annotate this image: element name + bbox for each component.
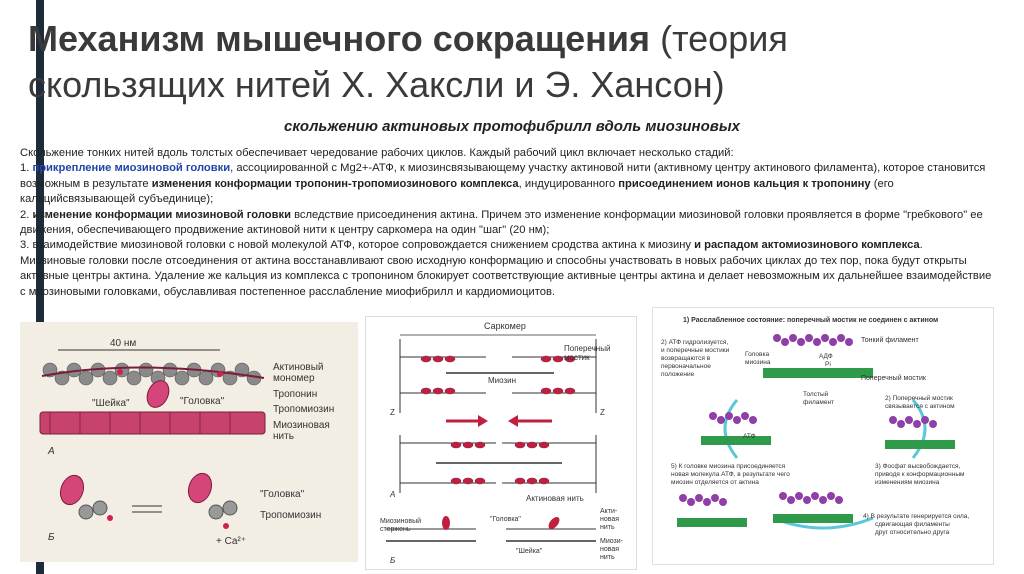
tropomyosin-label-2: Тропомиозин [260, 510, 321, 521]
myosin-label-2: новая [600, 546, 619, 553]
cross-bridge-label: Поперечный [564, 344, 610, 353]
slide-title: Механизм мышечного сокращения (теория ск… [28, 16, 988, 108]
stage-3-end: . [920, 239, 923, 251]
actin-monomer-label: Актиновый [273, 362, 324, 373]
panel-b-label: Б [48, 532, 55, 543]
head-label-2: "Головка" [260, 489, 305, 500]
step-2a: 2) Поперечный мостик [885, 394, 953, 402]
title-bold: Механизм мышечного сокращения [28, 18, 650, 59]
step-1-label: 1) Расслабленное состояние: поперечный м… [683, 316, 938, 324]
thick-filament-1: Толстый [803, 390, 829, 398]
stage-3-bold: и распадом актомиозинового комплекса [694, 239, 920, 251]
z-line-left: Z [390, 408, 395, 417]
myosin-label-3: нить [600, 554, 615, 561]
myosin-label-1: Миози- [600, 538, 624, 545]
pi-label: Pi [825, 361, 831, 368]
step-3a: 3) Фосфат высвобождается, [875, 462, 960, 470]
actin-label-3: нить [600, 524, 615, 531]
atp-hydro-4: первоначальное [661, 363, 711, 370]
myosin-rod-label: Миозиновый [380, 517, 421, 525]
sarcomere-label: Саркомер [484, 321, 526, 331]
atp-hydro-1: 2) АТФ гидролизуется, [661, 339, 728, 346]
stage-1-num: 1. [20, 162, 32, 174]
head-label: "Головка" [490, 516, 521, 523]
stage-1-text-b: , индуцированного [519, 178, 619, 190]
myosin-rod-label-2: стержень [380, 526, 411, 533]
myosin-head-1: Головка [745, 351, 769, 358]
stage-2: 2. изменение конформации миозиновой голо… [20, 208, 995, 239]
actin-label-1: Акти- [600, 508, 618, 515]
myosin-label: Миозин [488, 376, 516, 385]
tropomyosin-label: Тропомиозин [273, 404, 334, 415]
actin-thread-label: Актиновая нить [526, 494, 584, 503]
panel-a-label: А [47, 446, 55, 457]
step-5a: 5) К головке миозина присоединяется [671, 463, 786, 470]
panel-b-label: Б [390, 556, 395, 565]
stage-1: 1. прикрепление миозиновой головки, ассо… [20, 161, 995, 207]
stage-1-bold-b: присоединением ионов кальция к тропонину [618, 178, 870, 190]
atp-label: АТФ [743, 433, 756, 440]
atp-hydro-3: возвращаются в [661, 355, 711, 362]
nm-label: 40 нм [110, 338, 136, 349]
panel-a-label: А [389, 490, 395, 499]
thin-filament-label: Тонкий филамент [861, 336, 920, 344]
neck-label: "Шейка" [92, 398, 130, 409]
myosin-head-2: миозина [745, 359, 771, 366]
thick-filament-2: филамент [803, 399, 834, 406]
cross-bridge-label-2: мостик [564, 353, 590, 362]
myosin-filament-label: Миозиновая [273, 420, 330, 431]
title-rest: (теория [660, 18, 788, 59]
myosin-filament-label-2: нить [273, 431, 294, 442]
stage-2-num: 2. [20, 209, 32, 221]
actin-monomer-label-2: мономер [273, 373, 315, 384]
neck-label: "Шейка" [516, 547, 543, 555]
figure-cross-bridge-cycle: 1) Расслабленное состояние: поперечный м… [652, 307, 994, 565]
body-text: Скольжение тонких нитей вдоль толстых об… [20, 146, 995, 300]
step-3c: изменениям миозина [875, 479, 940, 486]
relaxation-paragraph: Миозиновые головки после отсоединения от… [20, 254, 995, 300]
actin-label-2: новая [600, 516, 619, 523]
adp-label: АДФ [819, 353, 833, 360]
figure-actin-myosin-structure: 40 нм Актиновый мономер Тропонин Тропоми… [20, 322, 358, 562]
stage-3: 3. взаимодействие миозиновой головки с н… [20, 238, 995, 253]
intro-paragraph: Скольжение тонких нитей вдоль толстых об… [20, 146, 995, 161]
step-4a: 4) В результате генерируется сила, [863, 513, 969, 520]
step-5c: миозин отделяется от актина [671, 479, 759, 486]
step-4b: сдвигающая филаменты [875, 521, 950, 528]
figure-sarcomere: Саркомер Поперечный мостик Миозин Z Z Ак… [365, 316, 637, 570]
step-3b: приводя к конформационным [875, 471, 965, 478]
z-line-right: Z [600, 408, 605, 417]
subtitle: скольжению актиновых протофибрилл вдоль … [0, 118, 1024, 135]
step-2b: связывается с актином [885, 403, 955, 410]
atp-hydro-2: и поперечные мостики [661, 347, 730, 354]
stage-2-bold: изменение конформации миозиновой головки [32, 209, 291, 221]
step-5b: новая молекула АТФ, в результате чего [671, 471, 790, 478]
calcium-label: + Ca²⁺ [216, 536, 246, 547]
step-4c: друг относительно друга [875, 529, 950, 536]
head-label: "Головка" [180, 396, 225, 407]
cross-bridge-label: Поперечный мостик [861, 374, 927, 382]
stage-3-text: 3. взаимодействие миозиновой головки с н… [20, 239, 694, 251]
title-line2: скользящих нитей Х. Хаксли и Э. Хансон) [28, 64, 725, 105]
troponin-label: Тропонин [273, 389, 317, 400]
stage-1-highlight: прикрепление миозиновой головки [32, 162, 230, 174]
atp-hydro-5: положение [661, 371, 695, 378]
stage-1-bold-a: изменения конформации тропонин-тропомиоз… [152, 178, 519, 190]
